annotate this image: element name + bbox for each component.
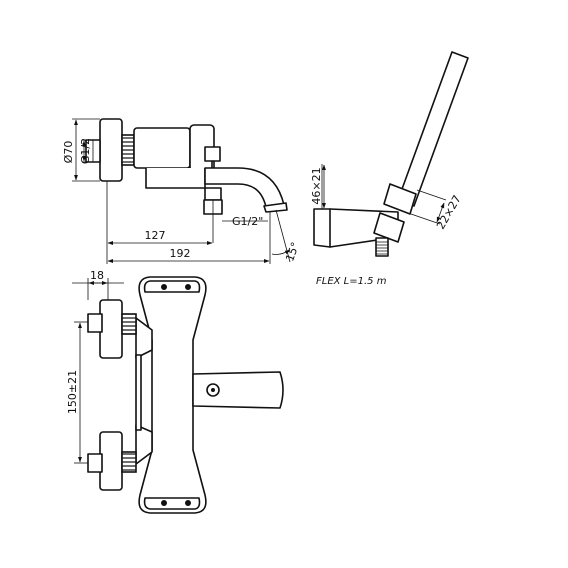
- side-mixer-body: [133, 127, 191, 169]
- label-dim-150: 150±21: [66, 370, 79, 414]
- side-aerator: [263, 202, 288, 213]
- label-g12-spout: G1/2": [232, 215, 263, 228]
- side-knurled-ring: [121, 134, 135, 166]
- side-shower-outlet: [204, 187, 222, 201]
- hand-shower-connector: [373, 212, 405, 243]
- side-view: Ø70 G1/2 127 G1/2" 192 15°: [62, 118, 302, 264]
- front-connector-bar: [135, 354, 142, 431]
- label-dim-127: 127: [145, 229, 166, 242]
- front-upper-inlet-nut: [87, 313, 103, 333]
- front-lower-escutcheon: [99, 431, 123, 491]
- front-lower-arm: [135, 424, 153, 465]
- label-dia-70: Ø70: [62, 141, 75, 164]
- front-upper-ring: [121, 313, 137, 335]
- front-diverter-lever: [192, 371, 284, 409]
- hand-shower-neck: [383, 183, 417, 215]
- front-lower-ring: [121, 451, 137, 473]
- side-spout-housing: [145, 168, 206, 189]
- label-dim-192: 192: [170, 247, 191, 260]
- label-dim-46x21: 46×21: [310, 167, 323, 204]
- hose-thread: [375, 237, 389, 257]
- hand-shower-view: 46×21 22×27 FLEX L=1.5 m: [310, 51, 469, 287]
- front-top-cap: [143, 280, 201, 293]
- label-flex-hose: FLEX L=1.5 m: [316, 276, 387, 287]
- front-lower-inlet-nut: [87, 453, 103, 473]
- label-dim-18: 18: [90, 269, 104, 282]
- hand-shower-handle: [397, 51, 469, 207]
- front-bottom-cap: [143, 497, 201, 510]
- label-g12-left: G1/2: [79, 138, 92, 164]
- side-diverter-knob: [204, 146, 221, 162]
- front-upper-arm: [135, 317, 153, 359]
- label-angle-15: 15°: [283, 240, 302, 263]
- front-view: 18 150±21: [66, 269, 284, 514]
- label-dim-22x27: 22×27: [434, 193, 464, 232]
- front-mixer-body: [138, 276, 207, 514]
- front-upper-escutcheon: [99, 299, 123, 359]
- side-wall-escutcheon: [99, 118, 123, 182]
